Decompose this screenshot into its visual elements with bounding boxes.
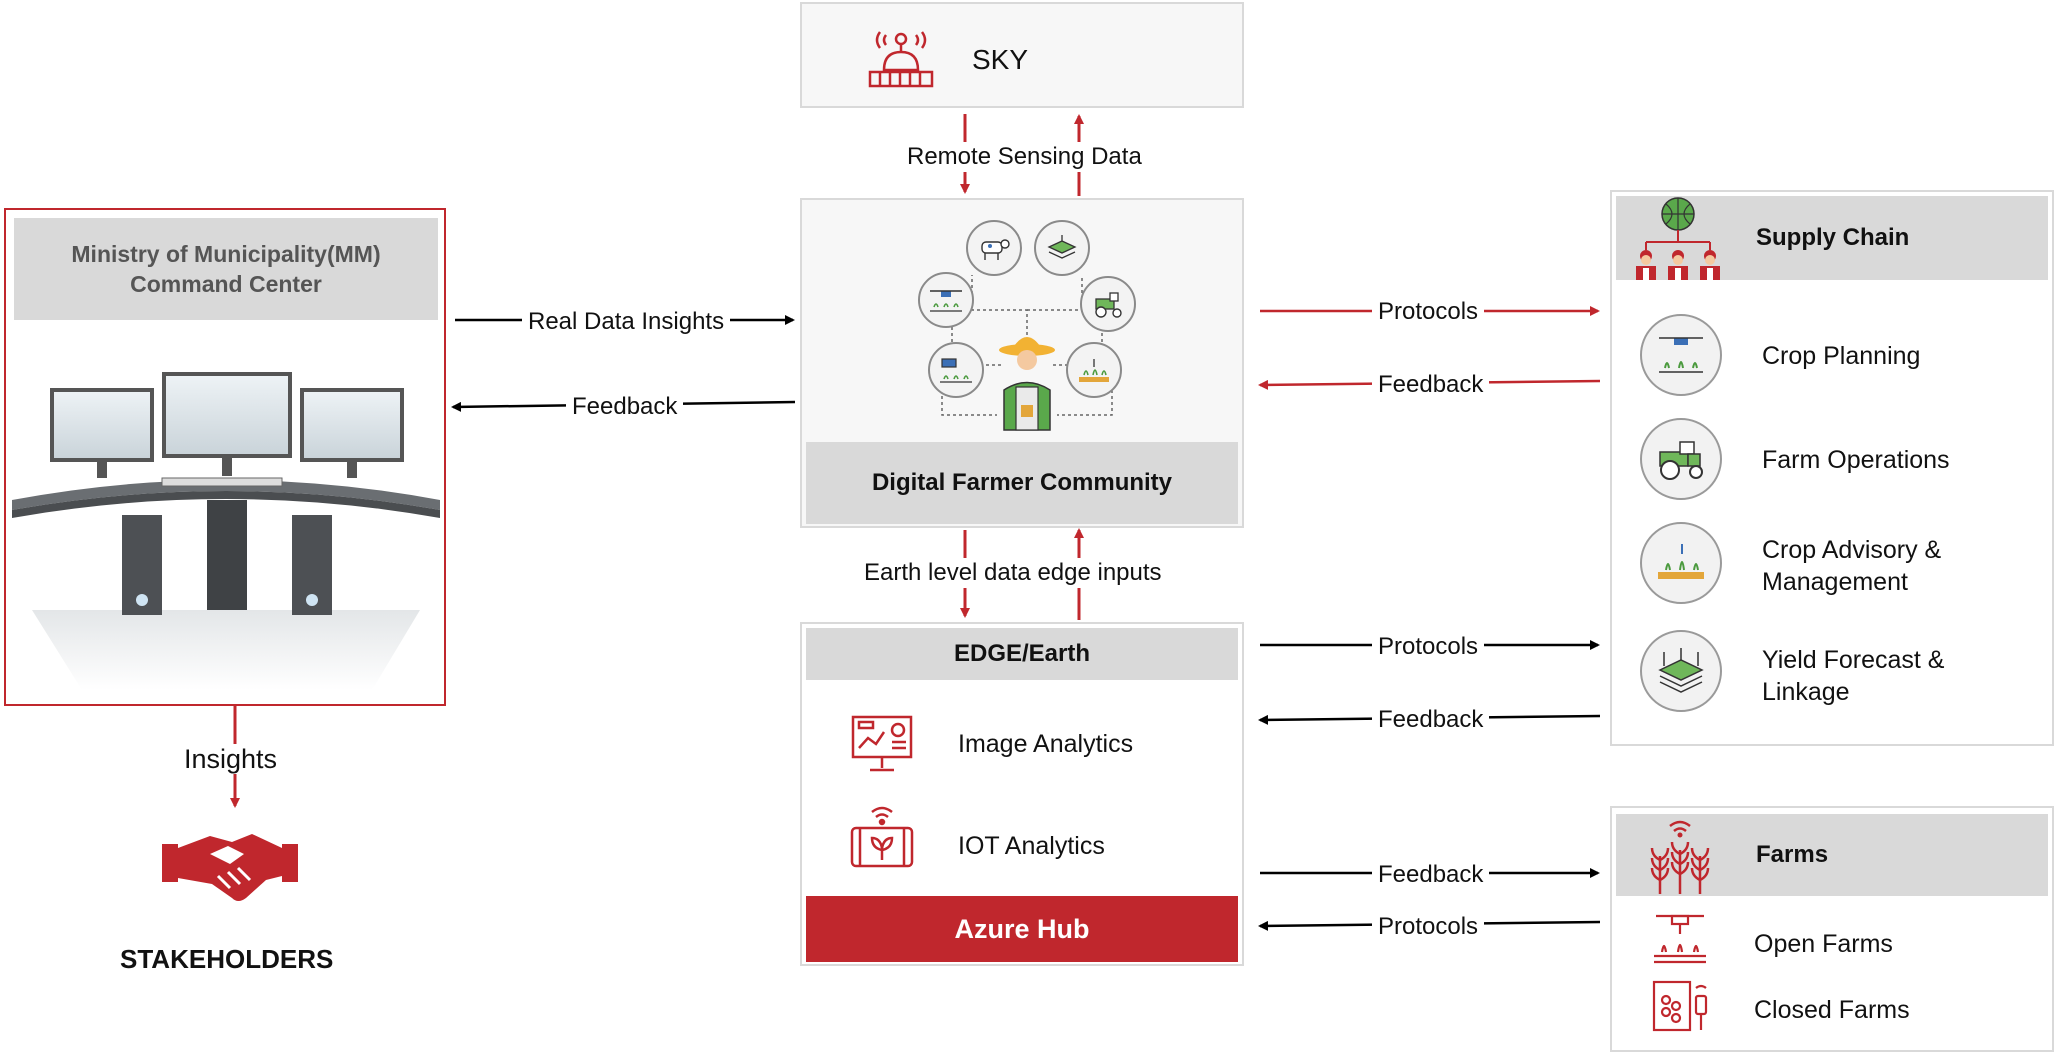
- supply-chain-people-globe-icon: [1636, 197, 1720, 280]
- supply-chain-title: Supply Chain: [1756, 224, 1910, 251]
- edge-protocols-label: Protocols: [1372, 632, 1485, 662]
- crop-advisory-label-line2: Management: [1762, 568, 1908, 596]
- sensor-camera-icon: [928, 342, 984, 398]
- mm-command-center-box: Ministry of Municipality(MM) Command Cen…: [4, 208, 446, 706]
- edge-title-bar: EDGE/Earth: [806, 628, 1238, 680]
- mm-title-bar: Ministry of Municipality(MM) Command Cen…: [14, 218, 438, 320]
- soil-layer-icon: [1034, 220, 1090, 276]
- crop-advisory-icon: [1640, 522, 1722, 604]
- mm-feedback-label: Feedback: [566, 392, 684, 422]
- edge-feedback-label: Feedback: [1372, 705, 1490, 735]
- wheat-field-icon: [1650, 820, 1710, 894]
- mm-title-line2: Command Center: [130, 271, 322, 297]
- insights-label: Insights: [178, 744, 284, 774]
- image-analytics-icon: [851, 715, 913, 772]
- crop-planning-label: Crop Planning: [1762, 342, 1921, 370]
- mm-title-line1: Ministry of Municipality(MM): [71, 241, 381, 267]
- tractor-small-icon: [1080, 276, 1136, 332]
- edge-earth-box: EDGE/Earth Image Analytics IOT Analytics…: [800, 622, 1244, 966]
- farms-protocols-label: Protocols: [1372, 912, 1485, 942]
- edge-title: EDGE/Earth: [953, 640, 1091, 667]
- sky-box: SKY: [800, 2, 1244, 108]
- open-farms-label: Open Farms: [1754, 930, 1893, 958]
- remote-sensing-label: Remote Sensing Data: [901, 142, 1148, 172]
- sc-feedback-label: Feedback: [1372, 370, 1490, 400]
- sky-label: SKY: [972, 44, 1029, 75]
- real-data-insights-label: Real Data Insights: [522, 307, 731, 337]
- open-farms-icon: [1654, 914, 1706, 964]
- closed-farms-label: Closed Farms: [1754, 996, 1910, 1024]
- iot-analytics-icon: [850, 806, 914, 868]
- dfc-title-bar: Digital Farmer Community: [806, 442, 1238, 524]
- crop-planning-icon: [1640, 314, 1722, 396]
- handshake-icon: [162, 834, 298, 901]
- supply-chain-box: Supply Chain Crop Planning Farm Operatio…: [1610, 190, 2054, 746]
- yield-forecast-label-line1: Yield Forecast &: [1762, 646, 1945, 674]
- stakeholders-label: STAKEHOLDERS: [120, 944, 334, 974]
- satellite-dish-icon: [868, 31, 934, 88]
- farms-box: Farms Open Farms Closed Farms: [1610, 806, 2054, 1052]
- azure-hub-bar: Azure Hub: [806, 896, 1238, 962]
- drone-icon: [918, 272, 974, 328]
- command-center-desk-image: [12, 372, 440, 690]
- closed-farms-icon: [1652, 980, 1708, 1032]
- crop-advisory-label-line1: Crop Advisory &: [1762, 536, 1942, 564]
- livestock-icon: [966, 220, 1022, 276]
- image-analytics-label: Image Analytics: [958, 730, 1134, 758]
- farms-feedback-label: Feedback: [1372, 860, 1490, 890]
- farm-operations-label: Farm Operations: [1762, 446, 1950, 474]
- azure-hub-label: Azure Hub: [954, 913, 1090, 944]
- yield-forecast-label-line2: Linkage: [1762, 678, 1850, 706]
- dfc-title: Digital Farmer Community: [871, 469, 1173, 496]
- iot-analytics-label: IOT Analytics: [958, 832, 1105, 860]
- farm-operations-icon: [1640, 418, 1722, 500]
- farms-title: Farms: [1756, 841, 1829, 868]
- irrigation-icon: [1066, 342, 1122, 398]
- digital-farmer-community-box: Digital Farmer Community: [800, 198, 1244, 528]
- yield-forecast-icon: [1640, 630, 1722, 712]
- sc-protocols-label: Protocols: [1372, 297, 1485, 327]
- earth-level-label: Earth level data edge inputs: [858, 558, 1168, 588]
